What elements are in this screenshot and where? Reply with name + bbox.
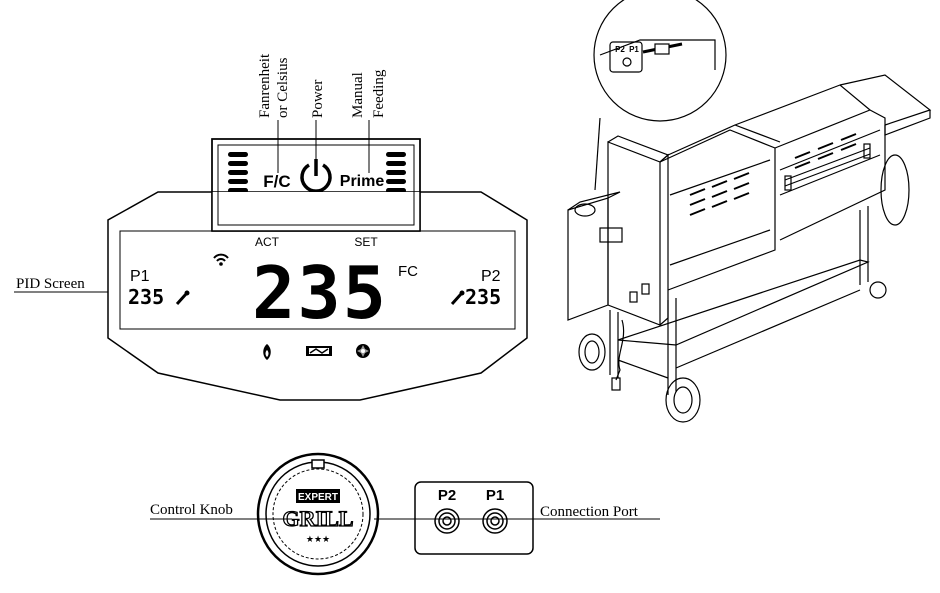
callout-fc-line2: or Celsius [275, 57, 291, 118]
flame-icon [263, 344, 271, 360]
knob-brand-top: EXPERT [298, 492, 338, 503]
port-label-p2: P2 [438, 487, 456, 504]
temperature-unit: FC [398, 263, 418, 280]
knob-notch [311, 459, 325, 469]
knob-brand-banner [296, 489, 340, 503]
side-shelf [839, 74, 932, 126]
grill-lid [774, 109, 886, 241]
port-p1-socket[interactable] [482, 508, 508, 534]
act-label: ACT [255, 235, 280, 249]
callout-mf-line2: Feeding [371, 69, 387, 118]
port-label-p1: P1 [486, 487, 504, 504]
port-p2-socket[interactable] [434, 508, 460, 534]
callout-fc-line1: Fanrenheit [257, 53, 273, 118]
grill-illustration [567, 0, 932, 423]
pid-screen-outline [107, 191, 528, 401]
knob-stars: ★★★ [306, 534, 330, 544]
fc-button[interactable]: F/C [263, 172, 290, 191]
power-icon[interactable] [300, 159, 332, 193]
probe-icon-p2 [450, 290, 465, 306]
grill-main-body [659, 129, 776, 291]
wheel-left [578, 333, 606, 371]
callout-mf-line1: Manual [350, 72, 366, 118]
prime-button[interactable]: Prime [340, 173, 385, 190]
callout-power-text: Power [310, 80, 326, 118]
pid-screen: ACT SET 235 FC P1 235 P2 235 [107, 138, 528, 401]
inset-port-label-p1: P1 [629, 45, 639, 54]
knob-brand-main: GRILL [283, 506, 354, 531]
callout-control-knob-text: Control Knob [150, 502, 233, 518]
wifi-icon [213, 253, 229, 266]
p1-temperature: 235 [128, 285, 164, 309]
caster-right [869, 281, 887, 299]
knob-outer-ring [256, 452, 380, 576]
wheel-right [665, 377, 701, 423]
main-temperature: 235 [252, 251, 388, 335]
callout-power: Power [310, 80, 326, 159]
probe-icon-p1 [175, 290, 190, 306]
power-cord [615, 319, 625, 381]
hopper-front [607, 141, 661, 326]
pid-lcd-area [119, 230, 516, 330]
connection-port-panel: P2 P1 [414, 481, 534, 555]
p1-label: P1 [130, 268, 150, 285]
callout-pid-screen: PID Screen [14, 276, 108, 293]
callout-control-knob: Control Knob [150, 502, 292, 520]
callout-connection-port: Connection Port [507, 504, 660, 520]
p2-label: P2 [481, 268, 501, 285]
callout-fahrenheit-celsius: Fanrenheit or Celsius [257, 53, 291, 173]
inset-port-plate [609, 41, 643, 73]
inset-port-label-p2: P2 [615, 45, 625, 54]
callout-manual-feeding: Manual Feeding [350, 69, 387, 173]
gas-tank [880, 154, 910, 226]
hopper-side-box [567, 197, 609, 321]
inset-circle [593, 0, 727, 122]
fuel-bar-icon [306, 346, 332, 356]
fan-icon [356, 344, 370, 358]
control-knob[interactable]: EXPERT GRILL ★★★ [256, 452, 380, 576]
callout-pid-screen-text: PID Screen [16, 276, 85, 292]
p2-temperature: 235 [465, 285, 501, 309]
set-label: SET [354, 235, 378, 249]
callout-connection-port-text: Connection Port [540, 504, 639, 520]
port-panel-frame [414, 481, 534, 555]
bottom-shelf [617, 259, 870, 346]
